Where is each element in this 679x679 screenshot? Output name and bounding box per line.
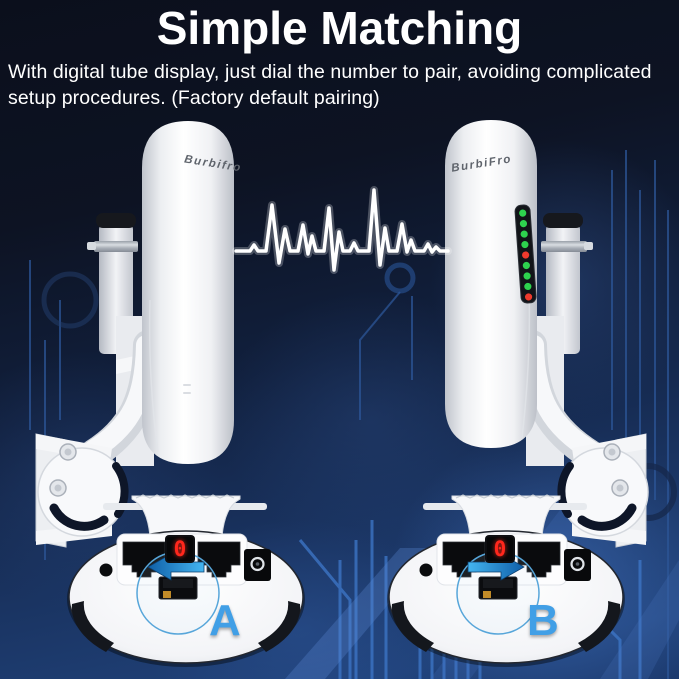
led-indicator	[523, 272, 531, 280]
pairing-pulse	[232, 186, 452, 274]
digital-tube-display-b: 0	[487, 537, 513, 561]
pole-cap	[96, 213, 136, 228]
pole-clamp	[94, 241, 138, 252]
ecg-line	[234, 188, 450, 272]
unit-label-a: A	[209, 596, 241, 645]
radome-lip-shadow	[391, 601, 434, 652]
radome-body-right	[445, 120, 537, 448]
led-indicator	[522, 261, 530, 270]
subtitle: With digital tube display, just dial the…	[8, 61, 652, 109]
dial-switch-pin	[163, 591, 171, 598]
reset-button	[419, 563, 433, 577]
reset-button	[99, 563, 113, 577]
bottom-view-a	[67, 494, 305, 667]
device-right	[445, 120, 649, 548]
unit-label-b: B	[527, 596, 559, 645]
led-indicator	[524, 293, 533, 301]
mount-tab	[451, 495, 561, 537]
radome-lip-shadow	[578, 601, 621, 652]
wall-bracket-left	[35, 433, 129, 548]
clamp-screw	[87, 242, 96, 250]
clamp-screw	[584, 242, 593, 250]
dial-switch-pin	[483, 591, 491, 598]
mount-tab	[131, 495, 241, 537]
pole-cap	[543, 213, 583, 228]
radome-lip-shadow	[258, 601, 301, 652]
led-indicator	[519, 209, 527, 217]
led-indicator	[519, 220, 528, 228]
led-indicator	[520, 230, 528, 238]
digital-tube-display-a: 0	[167, 537, 193, 561]
device-left	[35, 121, 234, 548]
page-title: Simple Matching	[156, 2, 523, 54]
led-indicator	[524, 282, 532, 291]
radome-body-left	[142, 121, 234, 464]
led-signal-strip	[514, 204, 537, 304]
led-indicator	[522, 251, 530, 259]
radome-lip-shadow	[71, 601, 114, 652]
wall-bracket-right	[557, 433, 649, 548]
led-indicator	[521, 240, 529, 249]
pole-clamp	[541, 241, 587, 252]
